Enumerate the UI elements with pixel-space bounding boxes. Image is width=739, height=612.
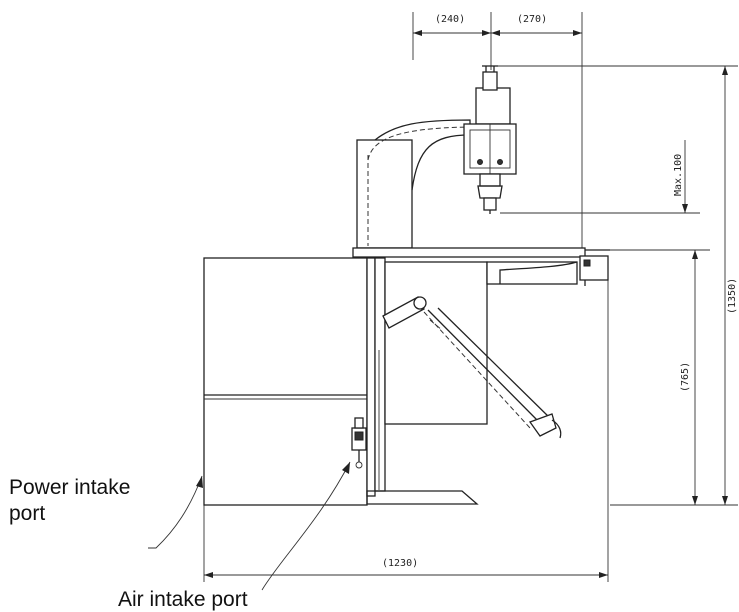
dimension-right-height: Max.100 (1350) (765) — [495, 65, 738, 506]
dim-240-label: (240) — [435, 14, 465, 25]
dim-1350-label: (1350) — [727, 278, 738, 314]
foot-pedal-arm — [382, 296, 562, 439]
power-intake-label-line2: port — [9, 502, 45, 525]
power-intake-label-line1: Power intake — [9, 476, 130, 499]
callout-leaders — [148, 461, 351, 591]
dimension-top-width: (240) (270) — [412, 12, 583, 250]
dim-270-label: (270) — [517, 14, 547, 25]
dim-max100-label: Max.100 — [673, 154, 684, 196]
dimension-bottom-width: (1230) — [203, 280, 609, 582]
dim-765-label: (765) — [680, 362, 691, 392]
stand-frame — [351, 257, 479, 505]
air-intake-label: Air intake port — [118, 588, 248, 611]
dim-1230-label: (1230) — [382, 558, 418, 569]
table-top — [352, 247, 610, 258]
under-table-panel — [384, 255, 609, 425]
power-cabinet — [203, 257, 368, 506]
machine-head — [356, 65, 517, 249]
